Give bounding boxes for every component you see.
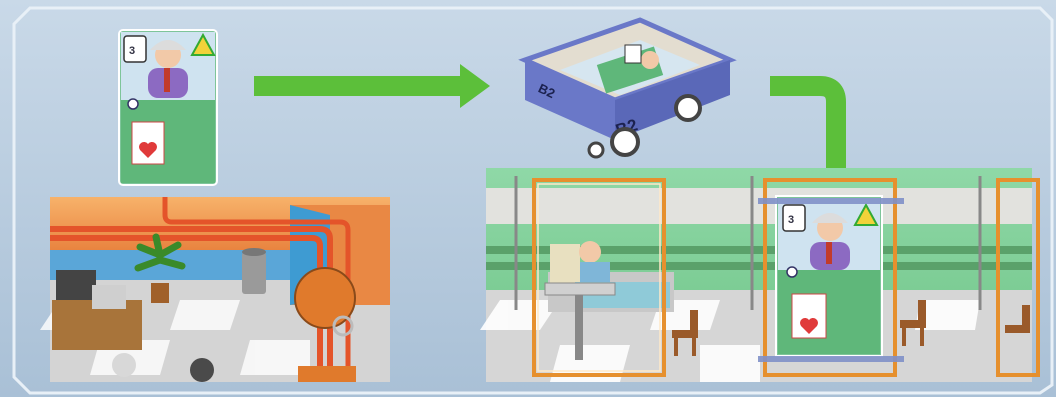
heart-icon [800,318,818,334]
hazard-icon [190,32,216,56]
chair [1005,305,1030,333]
bed-table [544,282,616,296]
patient-head [579,241,601,263]
trash-bin [242,252,266,294]
patient-card[interactable]: 3 [118,29,218,186]
eye-icon [786,266,798,278]
heart-icon [139,142,157,158]
clipboard-icon [782,204,806,232]
bed-slot-frame [996,178,1040,377]
chair [900,300,926,346]
bed-slot-frame [532,178,666,377]
tray-wheel [674,94,702,122]
card-stars: 3 [788,214,794,226]
potted-plant [134,233,186,303]
hospital-room-board [40,197,390,382]
card-stars: 3 [129,45,135,57]
placed-patient-card[interactable]: 3 [758,195,904,362]
tray-wheel [610,127,640,157]
bed-slot-frame [763,178,897,377]
clipboard-icon [123,35,147,63]
tray-label-side: B2 [536,81,557,102]
bed-tray[interactable]: B2 B2 [518,17,737,159]
frame-border [12,6,1054,395]
boiler-tank [294,267,356,329]
chair [672,310,698,356]
eye-icon [127,98,139,110]
arrow-right [254,64,490,108]
hazard-icon [853,202,879,226]
ward-board: 3 [480,168,1040,382]
